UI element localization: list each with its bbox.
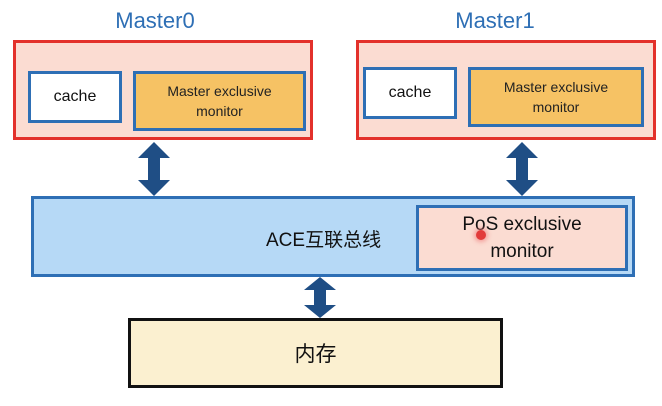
master0-exclusive-monitor: Master exclusive monitor [133,71,306,131]
pointer-cursor [476,230,486,240]
master0-cache: cache [28,71,122,123]
master1-bus-arrow [506,142,538,196]
memory-block: 内存 [128,318,503,388]
ace-bus-label: ACE互联总线 [266,230,382,251]
master0-title: Master0 [115,8,195,33]
pos-exclusive-monitor: PoS exclusive monitor [416,205,628,271]
master1-exclusive-monitor: Master exclusive monitor [468,67,644,127]
master1-title: Master1 [455,8,535,33]
bus-memory-arrow [304,277,336,318]
master0-bus-arrow [138,142,170,196]
master1-cache: cache [363,67,457,119]
